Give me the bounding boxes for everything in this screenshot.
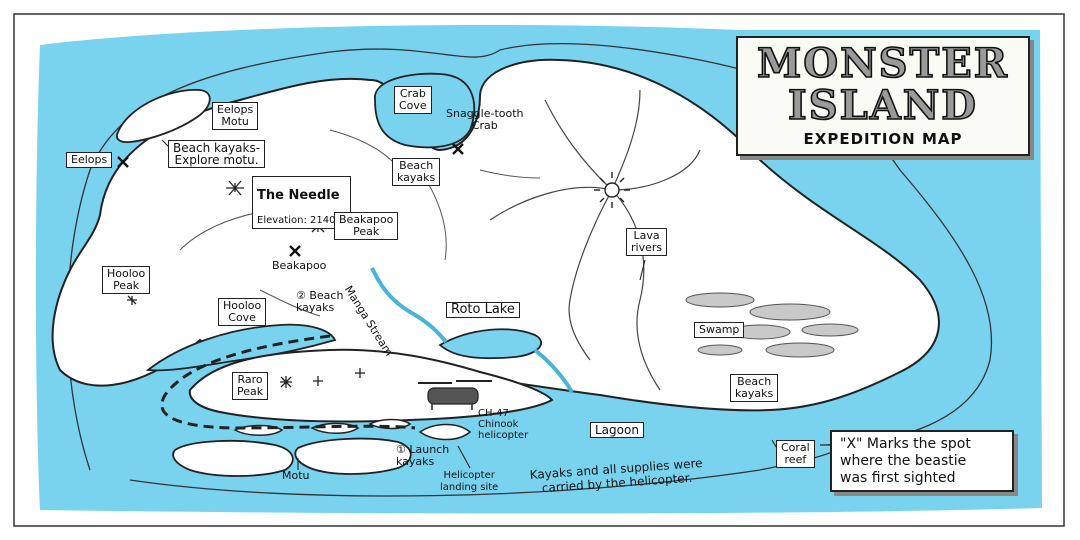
map-title-panel: MONSTER ISLAND EXPEDITION MAP xyxy=(736,36,1030,156)
map-subtitle: EXPEDITION MAP xyxy=(803,130,963,148)
label-motu: Motu xyxy=(282,469,310,482)
label-coral-reef: Coral reef xyxy=(776,440,815,468)
label-lava-rivers: Lava rivers xyxy=(626,228,668,256)
label-helicopter-landing-site: Helicopter landing site xyxy=(440,470,499,493)
label-crab-cove: Crab Cove xyxy=(394,86,432,114)
label-eelops-motu: Eelops Motu xyxy=(212,102,259,130)
legend-line-2: where the beastie xyxy=(840,453,967,469)
volcano-crater-icon xyxy=(594,172,630,208)
kayak-route xyxy=(160,334,416,430)
map-title-line2: ISLAND xyxy=(787,82,978,129)
hooloo-cove-water xyxy=(145,323,337,372)
label-swamp: Swamp xyxy=(694,322,745,338)
label-needle-elevation: Elevation: 2140ft. xyxy=(257,215,346,226)
map-frame xyxy=(13,13,1065,527)
label-beach-kayaks-east: Beach kayaks xyxy=(730,374,779,402)
legend-panel: "X" Marks the spot where the beastie was… xyxy=(830,430,1014,492)
label-ch47-chinook: CH-47 Chinook helicopter xyxy=(478,408,529,441)
label-lagoon: Lagoon xyxy=(590,422,644,438)
helicopter-landing-islet xyxy=(418,423,472,441)
south-motu-east xyxy=(294,437,412,475)
map-title-line1: MONSTER xyxy=(756,40,1010,87)
label-snaggle-tooth-crab: Snaggle-tooth Crab xyxy=(446,107,524,132)
label-beach-kayaks-2: ② Beach kayaks xyxy=(296,289,344,314)
label-beach-kayaks-explore: Beach kayaks- Explore motu. xyxy=(168,140,266,168)
x-mark-icon xyxy=(117,143,464,257)
east-stream xyxy=(533,348,574,394)
legend-line-3: was first sighted xyxy=(840,470,956,486)
eelops-motu xyxy=(116,89,211,144)
label-hooloo-cove: Hooloo Cove xyxy=(218,298,267,326)
chinook-helicopter-icon xyxy=(418,380,492,410)
swamp-patches xyxy=(685,292,859,358)
label-roto-lake: Roto Lake xyxy=(446,302,520,318)
label-the-needle-name: The Needle xyxy=(257,188,340,203)
south-motu-west xyxy=(172,439,294,477)
label-eelops: Eelops xyxy=(66,152,113,168)
label-beach-kayaks-north: Beach kayaks xyxy=(392,158,441,186)
label-raro-peak: Raro Peak xyxy=(232,372,269,400)
label-beakapoo: Beakapoo xyxy=(272,259,327,272)
legend-line-1: "X" Marks the spot xyxy=(840,436,971,452)
label-hooloo-peak: Hooloo Peak xyxy=(102,266,151,294)
roto-lake xyxy=(438,328,542,360)
manga-stream xyxy=(370,267,448,344)
label-launch-kayaks: ① Launch kayaks xyxy=(396,443,450,468)
label-beakapoo-peak: Beakapoo Peak xyxy=(334,212,399,240)
